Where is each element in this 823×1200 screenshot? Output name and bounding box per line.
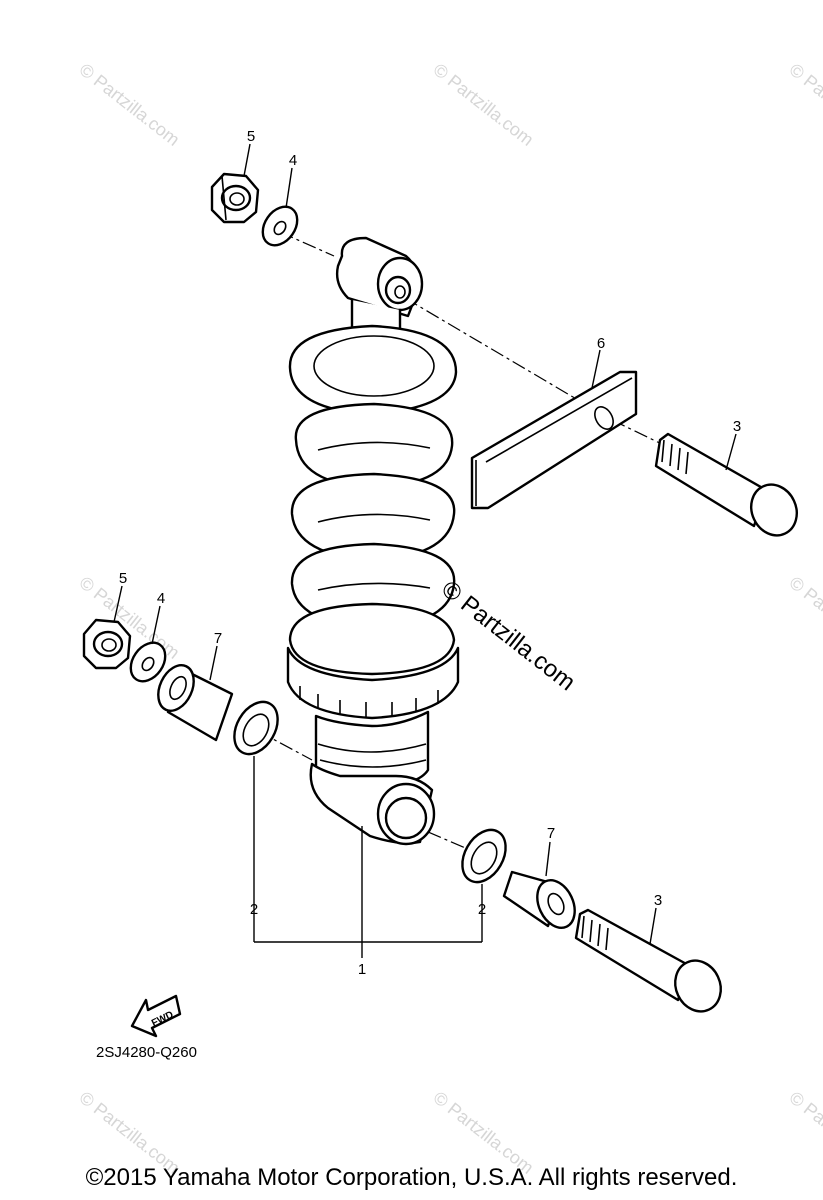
callout-4-lower: 4 bbox=[157, 590, 165, 607]
callout-6: 6 bbox=[597, 335, 605, 352]
callout-1: 1 bbox=[358, 961, 366, 978]
rear-shock-absorber[interactable] bbox=[286, 236, 460, 846]
callout-4-upper: 4 bbox=[289, 152, 297, 169]
watermark-5: © Partzilla.com bbox=[786, 572, 823, 662]
watermark-3: © Partzilla.com bbox=[786, 59, 823, 149]
diagram-code: 2SJ4280-Q260 bbox=[96, 1044, 197, 1061]
nut-upper[interactable] bbox=[210, 172, 260, 224]
nut-lower[interactable] bbox=[82, 618, 132, 670]
callout-5-lower: 5 bbox=[119, 570, 127, 587]
fwd-arrow-icon: FWD bbox=[130, 994, 182, 1038]
washer-upper[interactable] bbox=[256, 200, 305, 252]
leader-lines bbox=[113, 143, 737, 958]
callout-2-left: 2 bbox=[250, 901, 258, 918]
callout-7-right: 7 bbox=[547, 825, 555, 842]
washer-lower[interactable] bbox=[124, 636, 173, 688]
bolt-upper[interactable] bbox=[654, 432, 805, 543]
callout-2-right: 2 bbox=[478, 901, 486, 918]
guard-bracket[interactable] bbox=[470, 370, 638, 510]
oil-seal-right[interactable] bbox=[454, 822, 515, 889]
watermark-1: © Partzilla.com bbox=[76, 59, 184, 149]
watermark-2: © Partzilla.com bbox=[430, 59, 538, 149]
callout-7-left: 7 bbox=[214, 630, 222, 647]
copyright-notice: ©2015 Yamaha Motor Corporation, U.S.A. A… bbox=[85, 1164, 738, 1191]
part-callouts: 5 4 6 3 5 4 7 2 2 7 3 1 bbox=[119, 128, 741, 978]
callout-3-upper: 3 bbox=[733, 418, 741, 435]
oil-seal-left[interactable] bbox=[226, 694, 287, 761]
callout-5-upper: 5 bbox=[247, 128, 255, 145]
background-watermarks: © Partzilla.com © Partzilla.com © Partzi… bbox=[76, 59, 823, 1177]
bolt-lower[interactable] bbox=[574, 908, 729, 1019]
callout-3-lower: 3 bbox=[654, 892, 662, 909]
collar-right[interactable] bbox=[502, 870, 582, 934]
collar-left[interactable] bbox=[151, 659, 234, 742]
